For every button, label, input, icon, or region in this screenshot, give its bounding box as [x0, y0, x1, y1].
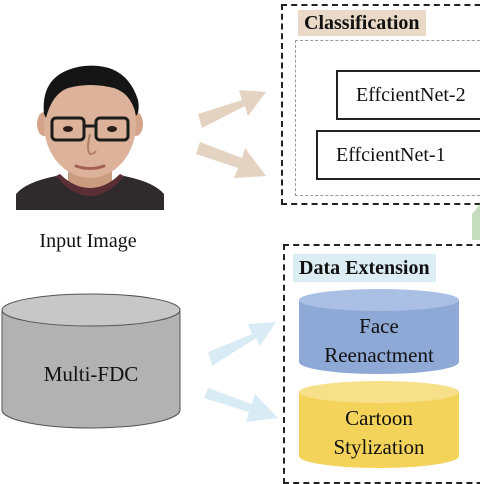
portrait-illustration [16, 58, 164, 210]
multi-fdc-dataset [1, 293, 181, 429]
extension-to-classification-arrow [472, 204, 480, 240]
cartoon-stylization-label: Cartoon Stylization [298, 404, 460, 462]
dataset-to-extension-arrows [204, 322, 278, 422]
face-reenactment-line-2: Reenactment [324, 343, 434, 367]
model-box-effcientnet-1: EffcientNet-1 [316, 130, 480, 180]
input-image [16, 58, 164, 210]
arrow-lower [196, 142, 266, 178]
face-reenactment-label: Face Reenactment [298, 312, 460, 370]
cartoon-stylization-line-2: Stylization [333, 435, 425, 459]
data-extension-title: Data Extension [293, 254, 436, 282]
model-box-effcientnet-2: EffcientNet-2 [336, 70, 480, 120]
classification-title: Classification [298, 10, 426, 36]
multi-fdc-label: Multi-FDC [43, 362, 139, 386]
input-image-caption: Input Image [39, 230, 137, 252]
face-reenactment-line-1: Face [359, 314, 399, 338]
cartoon-stylization-line-1: Cartoon [345, 406, 413, 430]
cartoon-stylization-cylinder [299, 381, 459, 468]
classification-panel [281, 4, 480, 205]
input-to-classification-arrows [196, 90, 266, 178]
face-reenactment-cylinder [299, 289, 459, 374]
arrow-lower-blue [204, 388, 278, 422]
classification-inner-border [295, 40, 480, 196]
arrow-upper-blue [208, 322, 276, 366]
arrow-upper [198, 90, 266, 128]
